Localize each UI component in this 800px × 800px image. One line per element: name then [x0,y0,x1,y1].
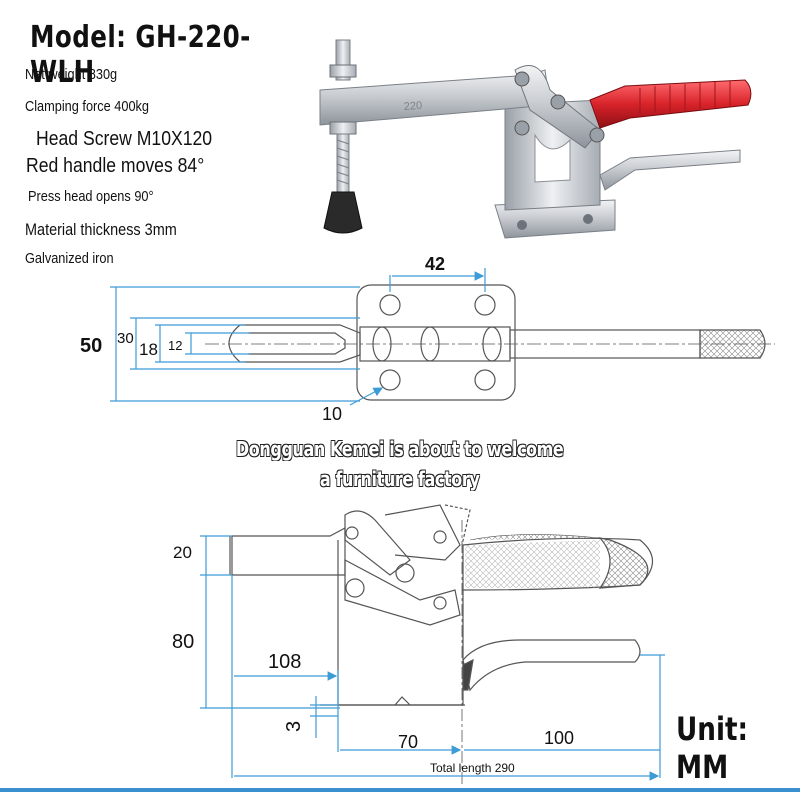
top-view-dimensions [110,268,486,406]
product-photo: 220 [319,39,752,239]
dim-108-label: 108 [268,651,301,673]
dim-10-label: 10 [322,404,342,424]
dim-80-label: 80 [172,631,194,653]
dim-20-label: 20 [173,543,192,562]
top-view [205,284,775,401]
spec-net-weight: Net weight 830g [25,66,118,83]
dim-42-label: 42 [425,254,445,274]
side-view [229,504,654,785]
spec-handle-moves: Red handle moves 84° [26,155,205,177]
spec-material-thickness: Material thickness 3mm [25,220,177,239]
bottom-accent-bar [0,788,800,792]
watermark-line-2: a furniture factory [320,467,480,491]
unit-label: Unit: MM [676,710,749,786]
side-view-dimensions [200,535,665,781]
dim-100-label: 100 [544,728,574,748]
watermark-line-1: Dongguan Kemei is about to welcome [236,437,564,461]
spec-clamping-force: Clamping force 400kg [25,98,150,115]
dim-70-label: 70 [398,732,418,752]
dim-30-label: 30 [117,330,134,347]
dim-50-label: 50 [80,335,102,357]
spec-press-head: Press head opens 90° [28,188,154,205]
total-length-label: Total length 290 [430,761,515,775]
dim-3-label: 3 [283,721,305,732]
dim-18-label: 18 [139,340,158,359]
spec-head-screw: Head Screw M10X120 [36,128,213,150]
photo-marking: 220 [403,100,422,113]
dim-12-label: 12 [168,338,182,353]
spec-galvanized: Galvanized iron [25,250,114,267]
spec-panel: Model: GH-220-WLH Net weight 830g Clampi… [0,0,320,280]
model-title: Model: GH-220-WLH [30,20,251,90]
